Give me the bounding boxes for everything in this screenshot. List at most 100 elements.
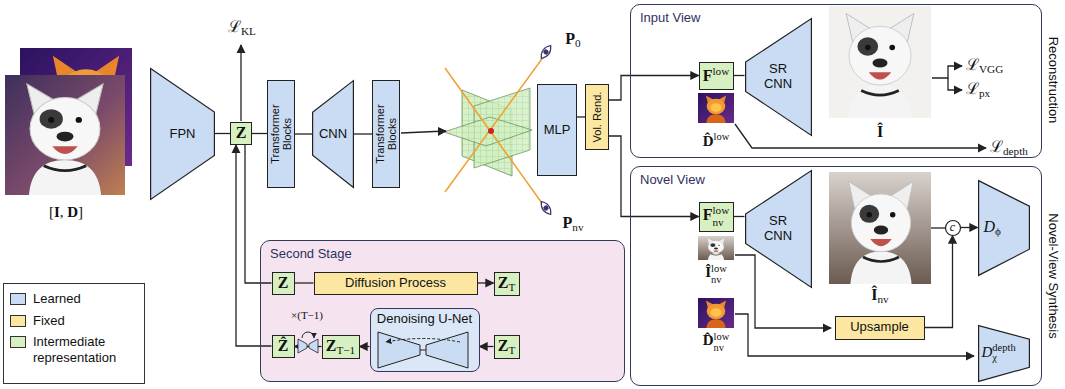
connector — [354, 133, 372, 134]
unet-fill — [371, 309, 480, 372]
node-text: Denoising U-Net — [377, 312, 472, 327]
loss-label: ℒdepth — [990, 138, 1028, 157]
discriminator-trapezoid: Ddepthχ — [978, 325, 1030, 382]
camera-icon — [543, 205, 550, 212]
panel-fill — [261, 241, 625, 382]
input-label: [I, D] — [49, 204, 83, 221]
sr-cnn-trapezoid-outline — [745, 18, 811, 135]
discriminator-trapezoid: Dϕ — [978, 180, 1030, 276]
novel-view-image — [829, 172, 931, 284]
panel-title: Input View — [640, 11, 700, 26]
node-text: ZT — [498, 274, 516, 294]
camera-icon — [538, 199, 553, 216]
node-text: Upsample — [850, 320, 909, 335]
legend-swatch — [10, 336, 26, 348]
loss-label: ℒKL — [228, 18, 256, 37]
leader-line — [735, 314, 974, 356]
triplane — [488, 128, 494, 134]
leader-line — [241, 45, 986, 356]
unet-icon — [302, 332, 314, 338]
depth-thumbnail — [706, 300, 726, 328]
legend-text: Fixed — [33, 313, 65, 329]
depth-thumbnail — [698, 298, 734, 328]
discriminator-trapezoid-outline — [978, 325, 1029, 381]
image-label: Înv — [871, 286, 888, 305]
node-text: Vol. Rend. — [591, 88, 603, 146]
node-text: SR CNN — [761, 214, 795, 244]
node-text: Transformer Blocks — [374, 102, 398, 166]
connector — [295, 133, 312, 134]
image-thumbnail — [698, 236, 734, 260]
legend-box: LearnedFixedIntermediate representation — [3, 283, 145, 384]
node-text: ZT — [498, 337, 516, 357]
legend-swatch — [10, 293, 26, 305]
node-text: ZT−1 — [326, 337, 355, 357]
unet-icon — [298, 339, 307, 353]
latent-box: Z — [272, 272, 295, 295]
triplane — [445, 68, 544, 206]
mlp-box: MLP — [537, 84, 577, 176]
node-text: FPN — [170, 127, 196, 142]
connector — [295, 282, 314, 283]
camera-label: Pnv — [563, 214, 584, 233]
concat-circle-outline — [945, 220, 960, 235]
view-panel: Novel ViewFlownvSR CNNcDϕUpsampleDdepthχ — [630, 166, 1042, 386]
section-label: Reconstruction — [1046, 37, 1060, 124]
depth-thumbnail — [698, 93, 734, 123]
loss-label: ℒVGG — [966, 56, 1003, 75]
input-image — [27, 84, 103, 195]
node-text: MLP — [544, 123, 571, 138]
camera-icon — [538, 199, 553, 216]
unet-sketch — [386, 339, 460, 343]
connector — [925, 236, 953, 328]
leader-line — [931, 227, 945, 228]
node-text: Ddepthχ — [982, 343, 1016, 364]
transformer-block: Transformer Blocks — [372, 80, 400, 188]
cnn-trapezoid: CNN — [312, 80, 354, 188]
node-text: Dϕ — [984, 218, 1001, 238]
cnn-trapezoid-outline — [313, 81, 354, 188]
node-text: c — [950, 221, 955, 235]
concat-circle: c — [945, 220, 961, 236]
node-text: SR CNN — [761, 62, 795, 92]
triplane — [445, 56, 544, 192]
latent-box: ZT — [494, 335, 520, 359]
sr-cnn-trapezoid-outline — [745, 170, 811, 287]
leader-line — [932, 66, 962, 78]
connector — [252, 133, 267, 134]
encoder-trapezoid: FPN — [150, 68, 215, 200]
input-image — [5, 48, 132, 195]
image-label: D̂low — [703, 131, 730, 149]
connector — [734, 75, 745, 76]
leader-line — [401, 131, 446, 133]
legend-row: Fixed — [10, 313, 138, 329]
node-text: Transformer Blocks — [269, 102, 293, 166]
image-label: D̂lownv — [703, 332, 730, 353]
reconstruction-image — [846, 14, 914, 119]
unet-box: Denoising U-Net — [370, 308, 480, 372]
node-text: Ẑ — [278, 337, 289, 355]
image-label: Îlownv — [705, 264, 727, 285]
view-panel: Input ViewFlow SR CNN — [630, 4, 1042, 158]
legend-text: Intermediate representation — [33, 334, 138, 365]
legend-row: Learned — [10, 291, 138, 307]
image-thumbnail — [707, 238, 724, 260]
unet-icon — [298, 332, 318, 353]
node-text: Flow — [703, 65, 730, 86]
image-thumbnail — [698, 236, 734, 260]
unet-sketch — [426, 332, 468, 368]
node-text: Z — [278, 274, 289, 292]
loop-label: ×(T−1) — [291, 309, 323, 321]
feature-box: Flow — [699, 62, 734, 90]
sr-cnn-trapezoid: SR CNN — [745, 170, 812, 288]
depth-thumbnail — [706, 95, 726, 123]
legend-row: Intermediate representation — [10, 334, 138, 365]
panel-title: Second Stage — [270, 247, 352, 262]
connector — [961, 227, 978, 228]
unet-icon — [309, 339, 318, 353]
camera-icon — [538, 43, 553, 60]
section-label: Novel-View Synthesis — [1046, 213, 1060, 338]
image-label: Î — [877, 123, 883, 141]
camera-label: P0 — [565, 30, 580, 49]
